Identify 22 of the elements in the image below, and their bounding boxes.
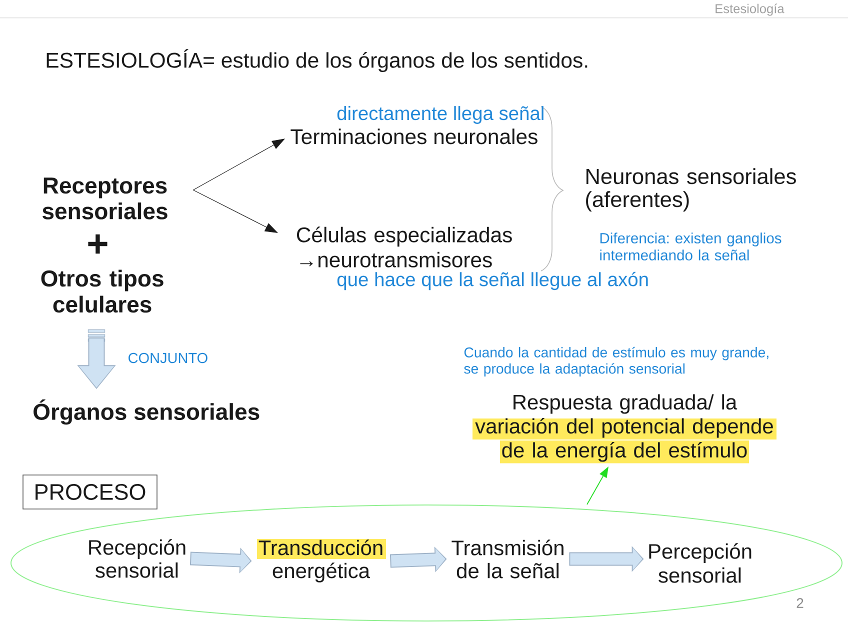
step-label: Transducción energética: [257, 539, 386, 582]
step-label: Recepción sensorial: [89, 539, 186, 578]
plus-sign: +: [88, 234, 108, 254]
step-label: Transmisión de la señal: [452, 540, 564, 578]
branch-label: Células especializadas →neurotransmisores: [296, 226, 512, 268]
concept-label: Otros tipos celulares: [41, 270, 164, 313]
result-text: Respuesta graduada/ la variación del potencial depende de la energía del estímulo: [472, 394, 776, 464]
group-label: Neuronas sensoriales (aferentes): [586, 168, 796, 212]
concept-label: Órganos sensoriales: [34, 399, 260, 425]
branch-label: Terminaciones neuronales: [290, 128, 538, 144]
step-label: Percepción sensorial: [649, 543, 752, 583]
page-number: 2: [796, 598, 804, 608]
process-ellipse: [10, 504, 842, 622]
section-box: PROCESO: [22, 474, 158, 510]
title-text: ESTESIOLOGÍA= estudio de los órganos de los sentidos.: [46, 49, 588, 72]
header-text: Estesiología: [716, 4, 784, 16]
concept-label: Receptores sensoriales: [42, 178, 168, 220]
note-text: que hace que la señal llegue al axón: [337, 272, 648, 290]
note-text: Cuando la cantidad de estímulo es muy grande, se produce la adaptación sensorial: [464, 346, 768, 377]
note-text: Diferencia: existen ganglios intermediando la señal: [600, 232, 782, 260]
note-text: directamente llega señal: [337, 106, 544, 124]
edge-label: CONJUNTO: [128, 352, 208, 364]
